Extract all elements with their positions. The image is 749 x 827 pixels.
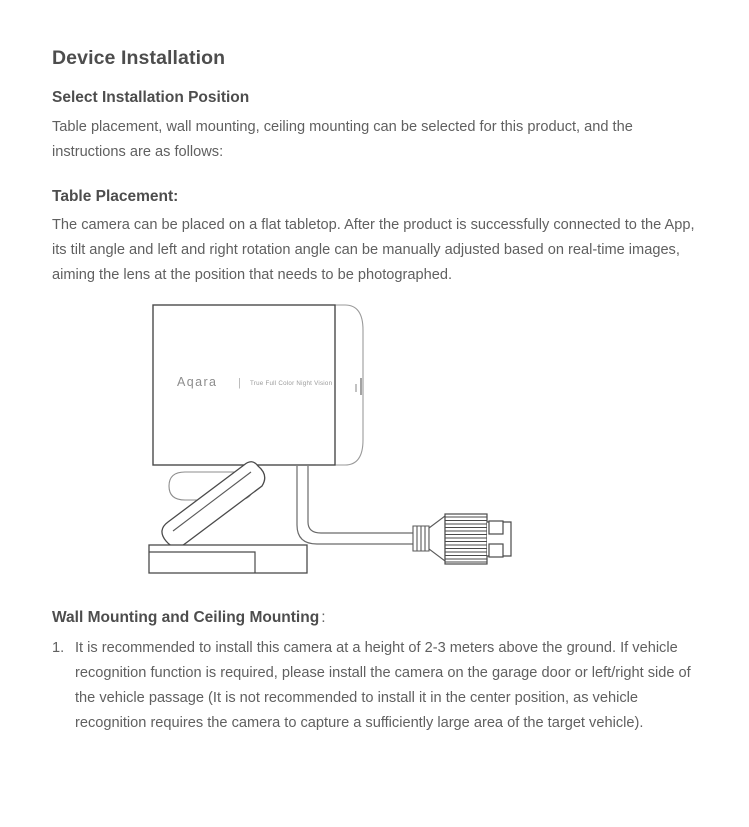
section-heading-wall-ceiling-mounting: Wall Mounting and Ceiling Mounting:: [52, 590, 697, 627]
brand-wordmark: Aqara: [177, 375, 217, 389]
hinge-arm: [160, 461, 265, 548]
hinge-arm-crease: [172, 471, 251, 532]
connector-flare: [427, 515, 446, 563]
section-heading-select-position: Select Installation Position: [52, 89, 250, 107]
connector-barrel-hatching-icon: [444, 516, 487, 563]
camera-illustration-figure: Aqara | True Full Color Night Vision: [52, 300, 697, 590]
wall-ceiling-heading-colon: :: [321, 609, 326, 627]
wall-ceiling-heading-text: Wall Mounting and Ceiling Mounting: [52, 609, 320, 627]
intro-paragraph: Table placement, wall mounting, ceiling …: [52, 118, 633, 160]
table-placement-paragraph: The camera can be placed on a flat table…: [52, 217, 695, 284]
camera-on-tabletop-stand-diagram: Aqara | True Full Color Night Vision: [147, 304, 512, 574]
connector-contact-top: [487, 520, 504, 535]
base-plate-step: [148, 551, 256, 574]
brand-separator: |: [238, 377, 241, 389]
wall-ceiling-instruction-list: It is recommended to install this camera…: [52, 628, 697, 736]
base-plate: [147, 544, 308, 574]
brand-tagline: True Full Color Night Vision: [250, 380, 333, 387]
page-title: Device Installation: [52, 47, 226, 69]
connector-strain-ribs-icon: [415, 526, 426, 552]
connector-barrel: [443, 513, 488, 565]
connector-contact-bottom: [487, 543, 504, 558]
camera-side-panel: [328, 304, 364, 466]
camera-body: [151, 304, 336, 466]
section-heading-table-placement: Table Placement:: [52, 187, 179, 205]
power-cable-outer: [295, 466, 413, 545]
power-cable-inner: [306, 466, 413, 534]
list-item: It is recommended to install this camera…: [52, 636, 691, 731]
